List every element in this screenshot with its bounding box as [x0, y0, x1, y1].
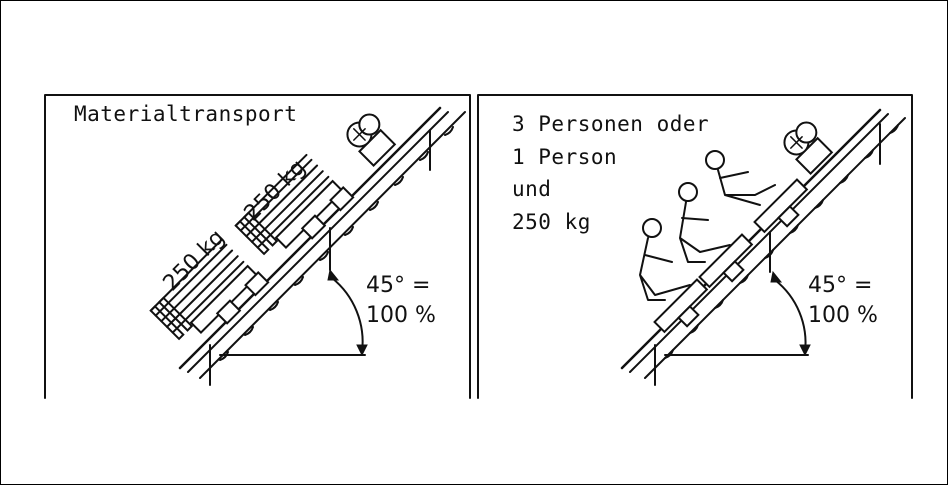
right-seat-middle — [698, 233, 754, 289]
right-drive-unit — [783, 121, 834, 175]
right-panel-title-line1: 3 Personen oder — [512, 112, 709, 136]
right-seat-lower — [653, 278, 709, 334]
left-panel-border — [44, 94, 471, 399]
right-angle-label-line2: 100 % — [808, 303, 878, 328]
right-angle-arrow-bottom — [799, 344, 811, 357]
right-angle-arrow-top — [770, 270, 783, 283]
left-rail-lower — [187, 111, 449, 373]
left-panel: Materialtransport — [44, 94, 471, 399]
left-angle-arrow-bottom — [356, 344, 368, 357]
left-slope: 250 kg 250 kg 45° = 100 % — [149, 106, 466, 386]
right-panel-border — [477, 94, 913, 399]
left-panel-title: Materialtransport — [74, 102, 297, 126]
right-panel-title-line2: 1 Person — [512, 145, 617, 169]
right-panel: 3 Personen oder 1 Person und 250 kg — [477, 94, 913, 399]
right-angle-arc — [774, 279, 807, 353]
person-upper — [705, 150, 776, 206]
right-seat-upper — [753, 178, 809, 234]
left-ground-line — [199, 111, 466, 379]
left-cart-lower — [149, 238, 270, 341]
right-rail-lower — [629, 113, 889, 373]
right-panel-title-line4: 250 kg — [512, 210, 591, 234]
left-angle-label-line2: 100 % — [366, 303, 436, 328]
right-rail-supports — [654, 123, 881, 386]
right-panel-title-line3: und — [512, 177, 551, 201]
left-rail-supports — [209, 129, 431, 386]
right-angle-label-line1: 45° = — [808, 273, 872, 298]
right-slope: 45° = 100 % — [620, 108, 906, 386]
left-angle-arrow-top — [327, 268, 340, 281]
left-angle-arc — [331, 277, 364, 353]
left-angle-label-line1: 45° = — [366, 273, 430, 298]
person-middle — [678, 182, 731, 263]
left-drive-unit — [346, 113, 397, 167]
person-lower — [639, 218, 691, 301]
left-rail — [178, 106, 442, 370]
left-cart-upper — [234, 153, 355, 256]
left-ground-hatch — [219, 126, 454, 361]
right-ground-line — [644, 117, 906, 379]
